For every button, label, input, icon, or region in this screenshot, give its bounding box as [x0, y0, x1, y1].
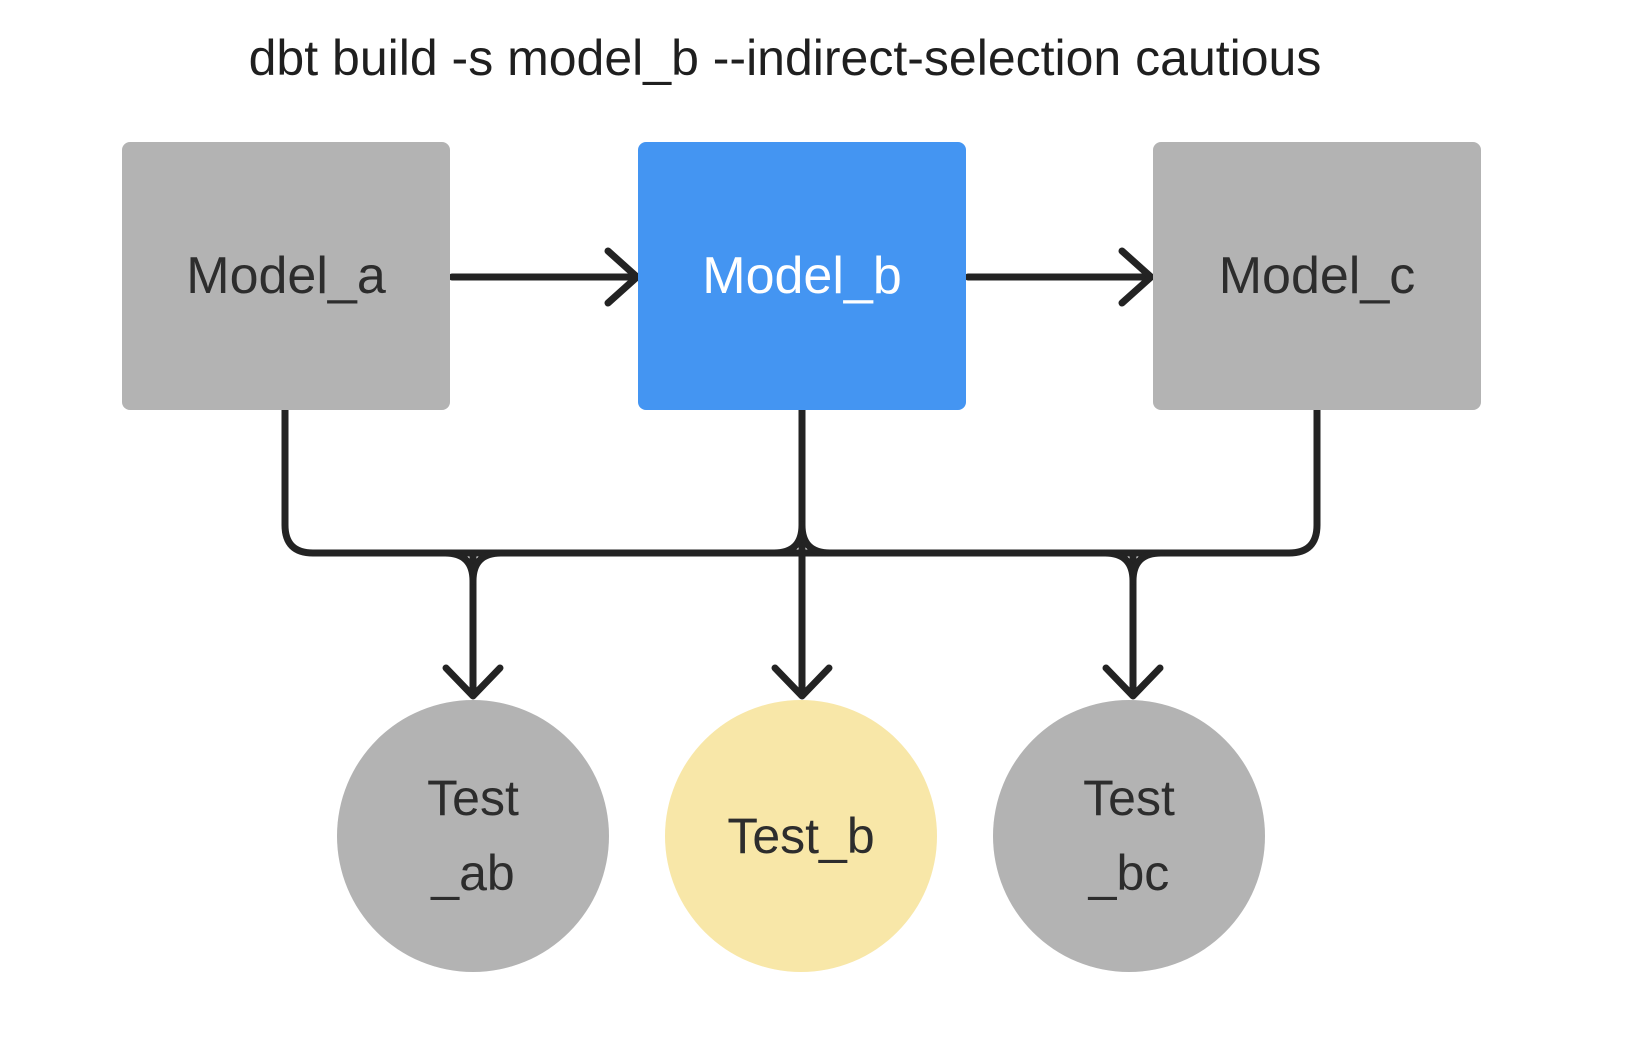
node-test-ab: Test _ab [337, 700, 609, 972]
node-test-b-label: Test_b [727, 807, 875, 864]
node-model-c: Model_c [1153, 142, 1481, 410]
node-model-b: Model_b [638, 142, 966, 410]
node-model-a: Model_a [122, 142, 450, 410]
edge-bus-models-to-tests [281, 406, 1321, 557]
edge-branch-fillets-test-ab [441, 549, 505, 585]
arrowhead-test-ab-icon [442, 664, 504, 700]
node-test-bc-label: Test _bc [1083, 770, 1175, 901]
arrowhead-model-b-left-icon [604, 247, 641, 307]
diagram-title: dbt build -s model_b --indirect-selectio… [248, 30, 1322, 86]
arrowhead-test-b-icon [771, 664, 833, 700]
arrowhead-test-bc-icon [1102, 664, 1164, 700]
node-test-bc: Test _bc [993, 700, 1265, 972]
node-test-ab-label: Test _ab [427, 770, 519, 901]
node-model-b-label: Model_b [702, 247, 902, 305]
edge-crossing-fillets-model-b [770, 521, 834, 557]
node-model-c-label: Model_c [1218, 247, 1416, 305]
edge-branch-fillets-test-bc [1101, 549, 1165, 585]
node-model-a-label: Model_a [186, 247, 386, 305]
arrowhead-model-c-left-icon [1118, 247, 1155, 307]
node-test-b: Test_b [665, 700, 937, 972]
